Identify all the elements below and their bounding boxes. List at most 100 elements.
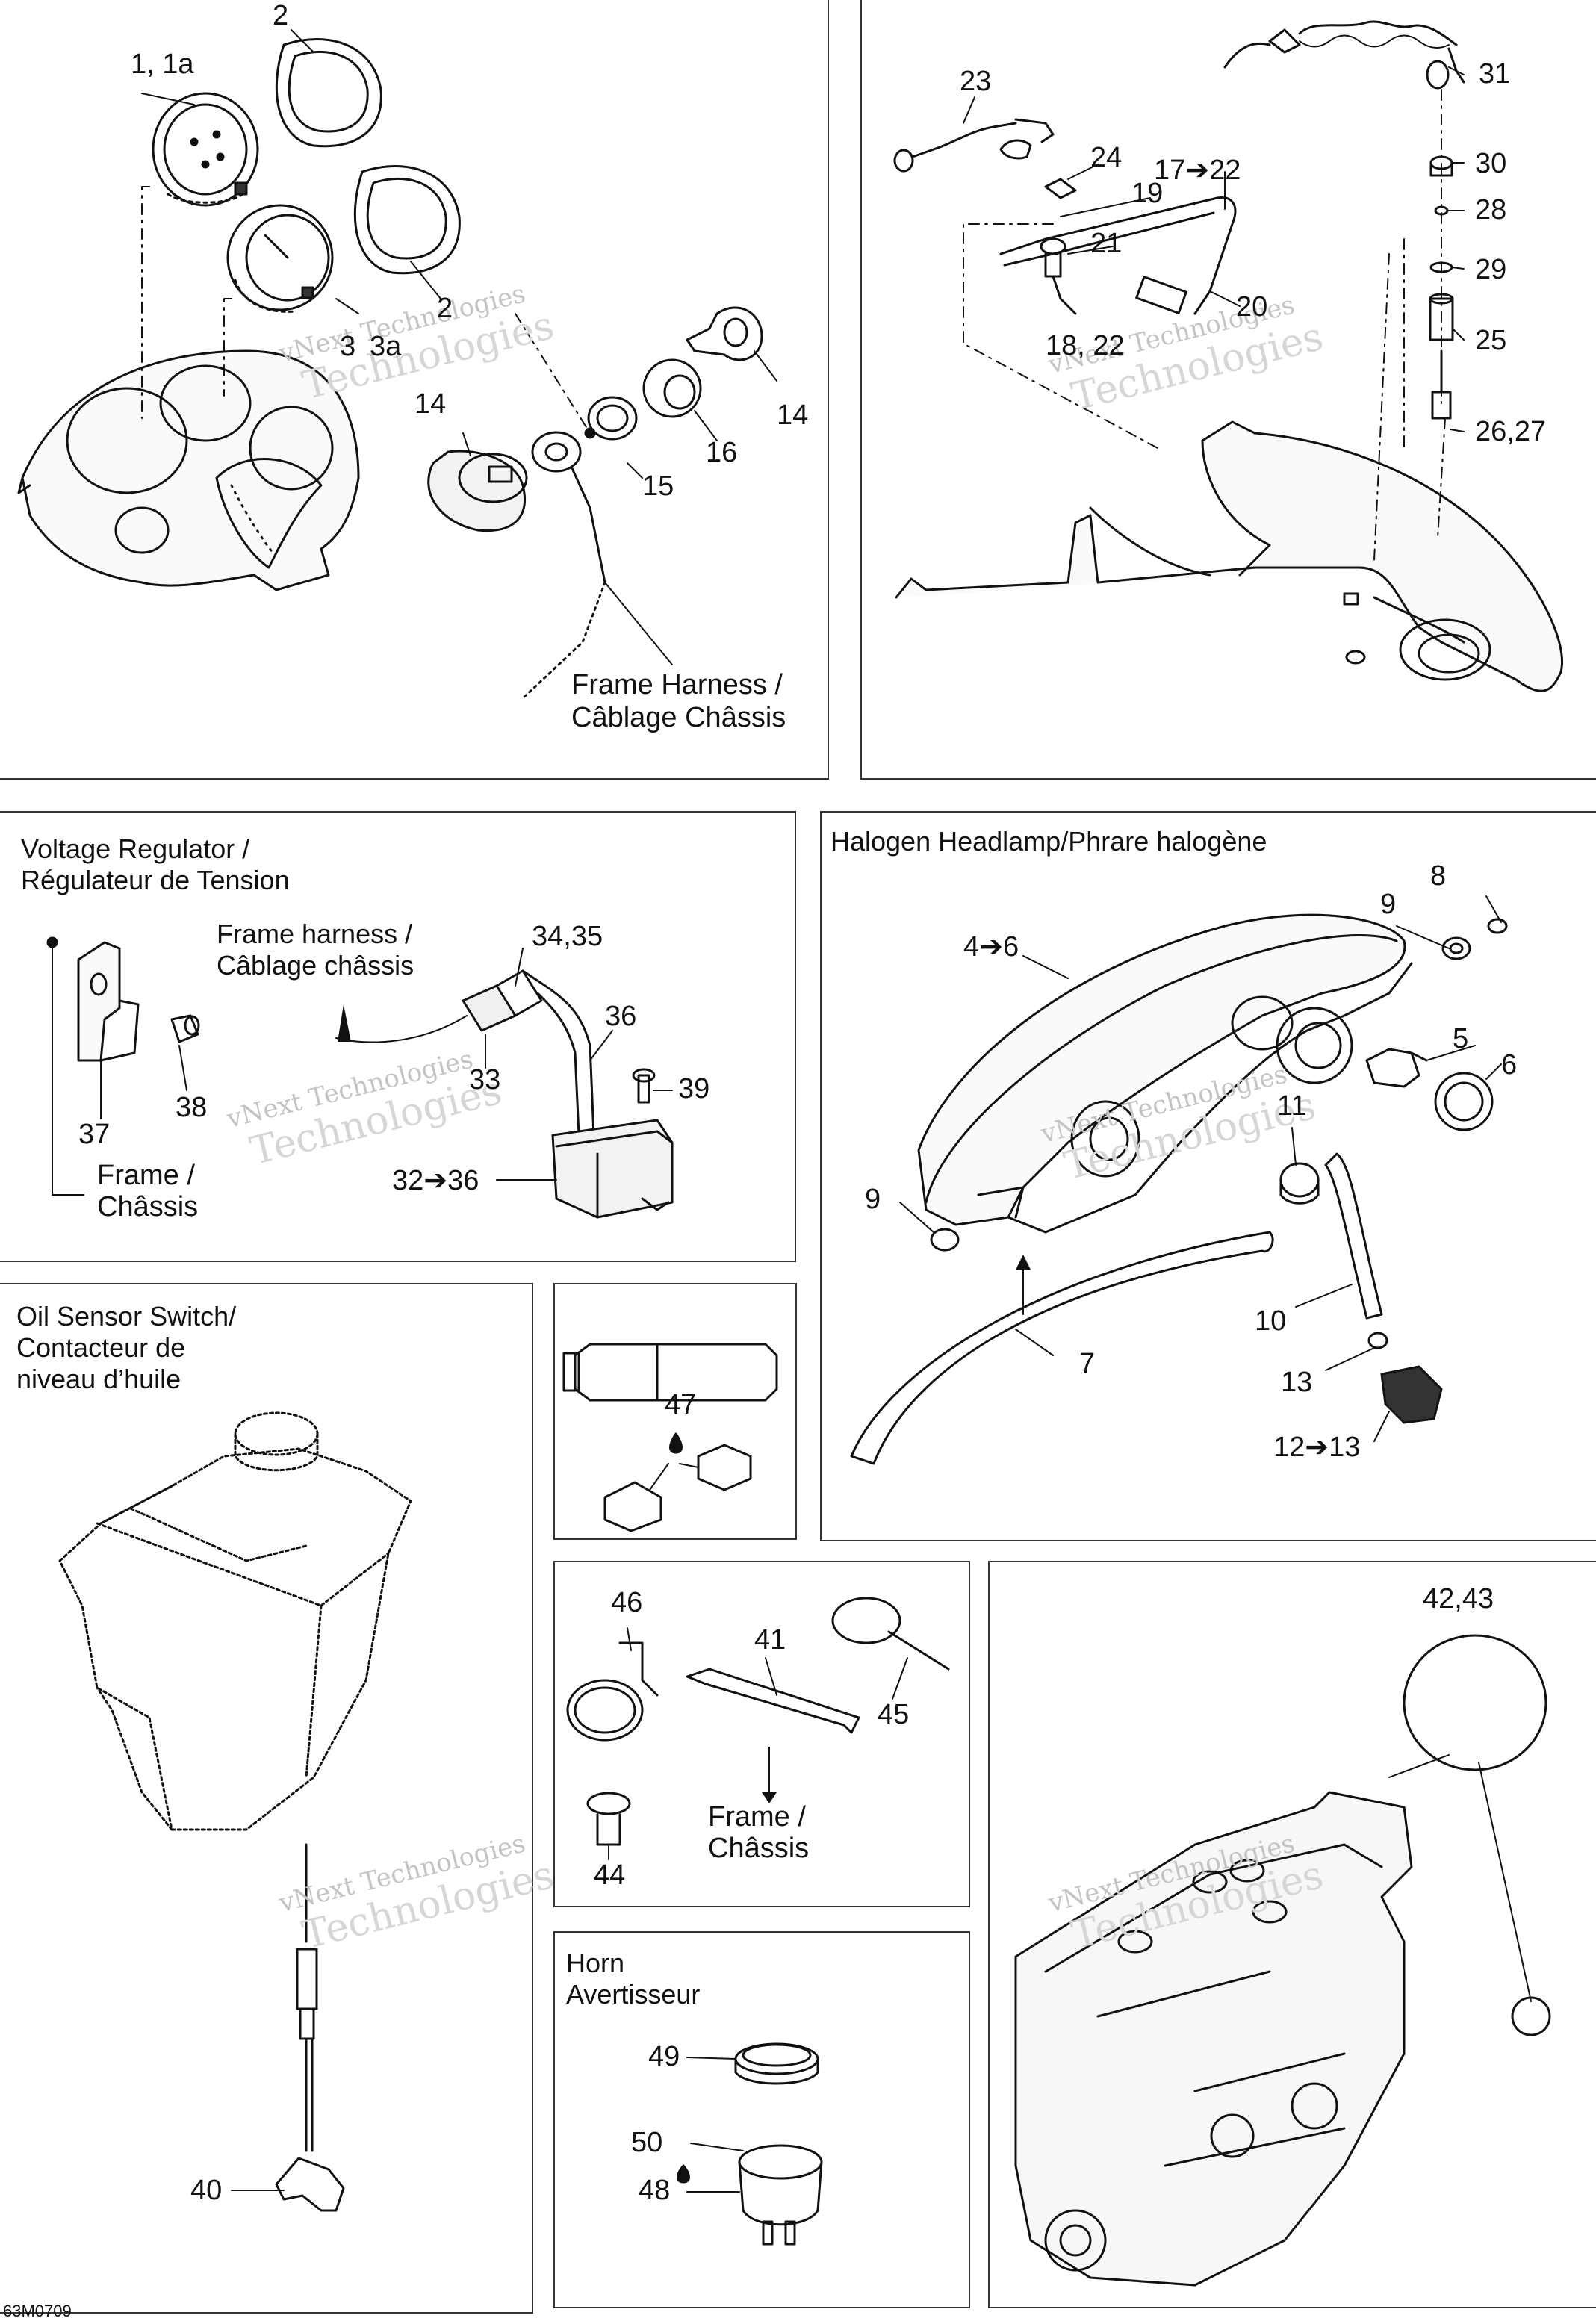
callout-3a: 3a <box>370 331 402 362</box>
sensor-wire-23 <box>893 118 1055 173</box>
callout-42-43: 42,43 <box>1423 1583 1494 1615</box>
title-horn-fr: Avertisseur <box>566 1979 701 2010</box>
grommet-9-top <box>1441 936 1471 960</box>
callout-9-top: 9 <box>1380 889 1397 920</box>
callout-1-1a: 1, 1a <box>131 49 194 80</box>
figure-code: 63M0709 <box>3 2302 72 2320</box>
strip-arrowhead <box>1016 1255 1031 1270</box>
horn-ring-49 <box>734 2042 819 2085</box>
vent-hose-17-22 <box>999 196 1237 315</box>
regulator-body-32 <box>551 1119 674 1219</box>
regulator-connector-33 <box>462 969 547 1032</box>
callout-49: 49 <box>648 2041 680 2072</box>
callout-48: 48 <box>639 2175 671 2206</box>
callout-31: 31 <box>1479 58 1511 90</box>
label-fasteners-frame: Frame / Châssis <box>708 1801 809 1864</box>
screw-39 <box>632 1068 656 1104</box>
callout-19: 19 <box>1131 178 1164 209</box>
harness-arrowhead <box>338 1004 351 1042</box>
tether-cord <box>1223 20 1465 90</box>
gauge-3 <box>226 204 334 313</box>
callout-44: 44 <box>594 1859 626 1891</box>
title-oil-sensor: Oil Sensor Switch/ Contacteur de niveau … <box>16 1301 236 1395</box>
callout-50: 50 <box>631 2127 663 2158</box>
instrument-cluster-housing <box>17 349 360 591</box>
title-oil-sensor-fr-2: niveau d’huile <box>16 1364 181 1394</box>
title-voltage-regulator-en: Voltage Regulator / <box>21 833 250 864</box>
horn-body-48 <box>738 2144 823 2246</box>
headlamp-housing <box>917 913 1413 1234</box>
bezel-ring-lower <box>353 165 461 275</box>
title-oil-sensor-en: Oil Sensor Switch/ <box>16 1301 237 1332</box>
top-right-leader-lines <box>963 66 1465 432</box>
callout-8: 8 <box>1430 860 1447 892</box>
callout-25: 25 <box>1475 325 1507 356</box>
callout-41: 41 <box>754 1624 786 1656</box>
tie-wrap-45 <box>831 1597 950 1671</box>
oil-tank <box>58 1411 412 1831</box>
protector-strip-7 <box>850 1231 1274 1465</box>
oil-sensor-switch <box>275 1843 345 2212</box>
callout-24: 24 <box>1090 142 1123 173</box>
washer-8 <box>1487 918 1508 934</box>
callout-26-27: 26,27 <box>1475 416 1547 447</box>
callout-14-left: 14 <box>414 388 447 420</box>
callout-29: 29 <box>1475 254 1507 285</box>
screw-38 <box>170 1014 200 1043</box>
callout-17-22: 17➔22 <box>1154 155 1241 186</box>
callout-7: 7 <box>1079 1348 1096 1379</box>
sensor-21 <box>1040 237 1066 278</box>
label-frame-harness-fr: Câblage Châssis <box>571 702 786 733</box>
label-regulator-harness-en: Frame harness / <box>217 919 413 949</box>
callout-2-top: 2 <box>273 0 289 31</box>
title-headlamp: Halogen Headlamp/Phrare halogène <box>830 826 1267 857</box>
drop-icon-47 <box>669 1432 683 1454</box>
gauge-dashed-leaders <box>141 186 591 434</box>
push-rivet-44 <box>586 1792 631 1846</box>
callout-14-right: 14 <box>777 400 809 431</box>
fasteners-leaders <box>608 1627 908 1860</box>
callout-11: 11 <box>1277 1090 1307 1122</box>
vent-tube-10 <box>1324 1152 1383 1320</box>
callout-46: 46 <box>611 1587 643 1618</box>
label-frame-harness-en: Frame Harness / <box>571 669 783 700</box>
callout-36: 36 <box>605 1001 637 1032</box>
ring-6 <box>1434 1072 1494 1131</box>
callout-30: 30 <box>1475 148 1507 179</box>
callout-4-6: 4➔6 <box>963 931 1019 963</box>
callout-20: 20 <box>1236 291 1268 323</box>
label-regulator-frame-fr: Châssis <box>97 1191 199 1222</box>
title-voltage-regulator-fr: Régulateur de Tension <box>21 865 290 895</box>
gauges-leader-lines <box>141 29 777 665</box>
callout-45: 45 <box>878 1699 910 1730</box>
bushing-16 <box>642 358 702 418</box>
callout-23: 23 <box>960 66 992 97</box>
drop-icon-50 <box>677 2164 690 2184</box>
callout-16: 16 <box>706 437 738 468</box>
label-regulator-harness-fr: Câblage châssis <box>217 950 414 981</box>
bezel-ring-upper <box>275 38 382 148</box>
label-regulator-frame: Frame / Châssis <box>97 1160 198 1222</box>
callout-21: 21 <box>1090 228 1123 259</box>
bracket-leader <box>52 942 187 1196</box>
callout-3: 3 <box>340 331 356 362</box>
grommet-11 <box>1279 1162 1320 1205</box>
title-horn: Horn Avertisseur <box>566 1948 700 2010</box>
label-fasteners-frame-en: Frame / <box>708 1801 806 1833</box>
ring-terminal-and-wire <box>521 427 606 700</box>
title-voltage-regulator: Voltage Regulator / Régulateur de Tensio… <box>21 833 290 896</box>
clamp-46 <box>566 1641 659 1742</box>
callout-34-35: 34,35 <box>532 921 603 952</box>
callout-6: 6 <box>1501 1049 1518 1081</box>
bulb-socket-12-13 <box>1367 1332 1443 1424</box>
grommet-24 <box>999 139 1077 199</box>
horn-leaders <box>686 2057 744 2193</box>
callout-9-bottom: 9 <box>865 1184 881 1215</box>
callout-37: 37 <box>78 1119 111 1150</box>
callout-28: 28 <box>1475 194 1507 226</box>
callout-18-22: 18, 22 <box>1046 330 1125 361</box>
callout-40: 40 <box>190 2175 223 2206</box>
engine-block <box>1014 1791 1413 2287</box>
callout-5: 5 <box>1453 1023 1469 1054</box>
